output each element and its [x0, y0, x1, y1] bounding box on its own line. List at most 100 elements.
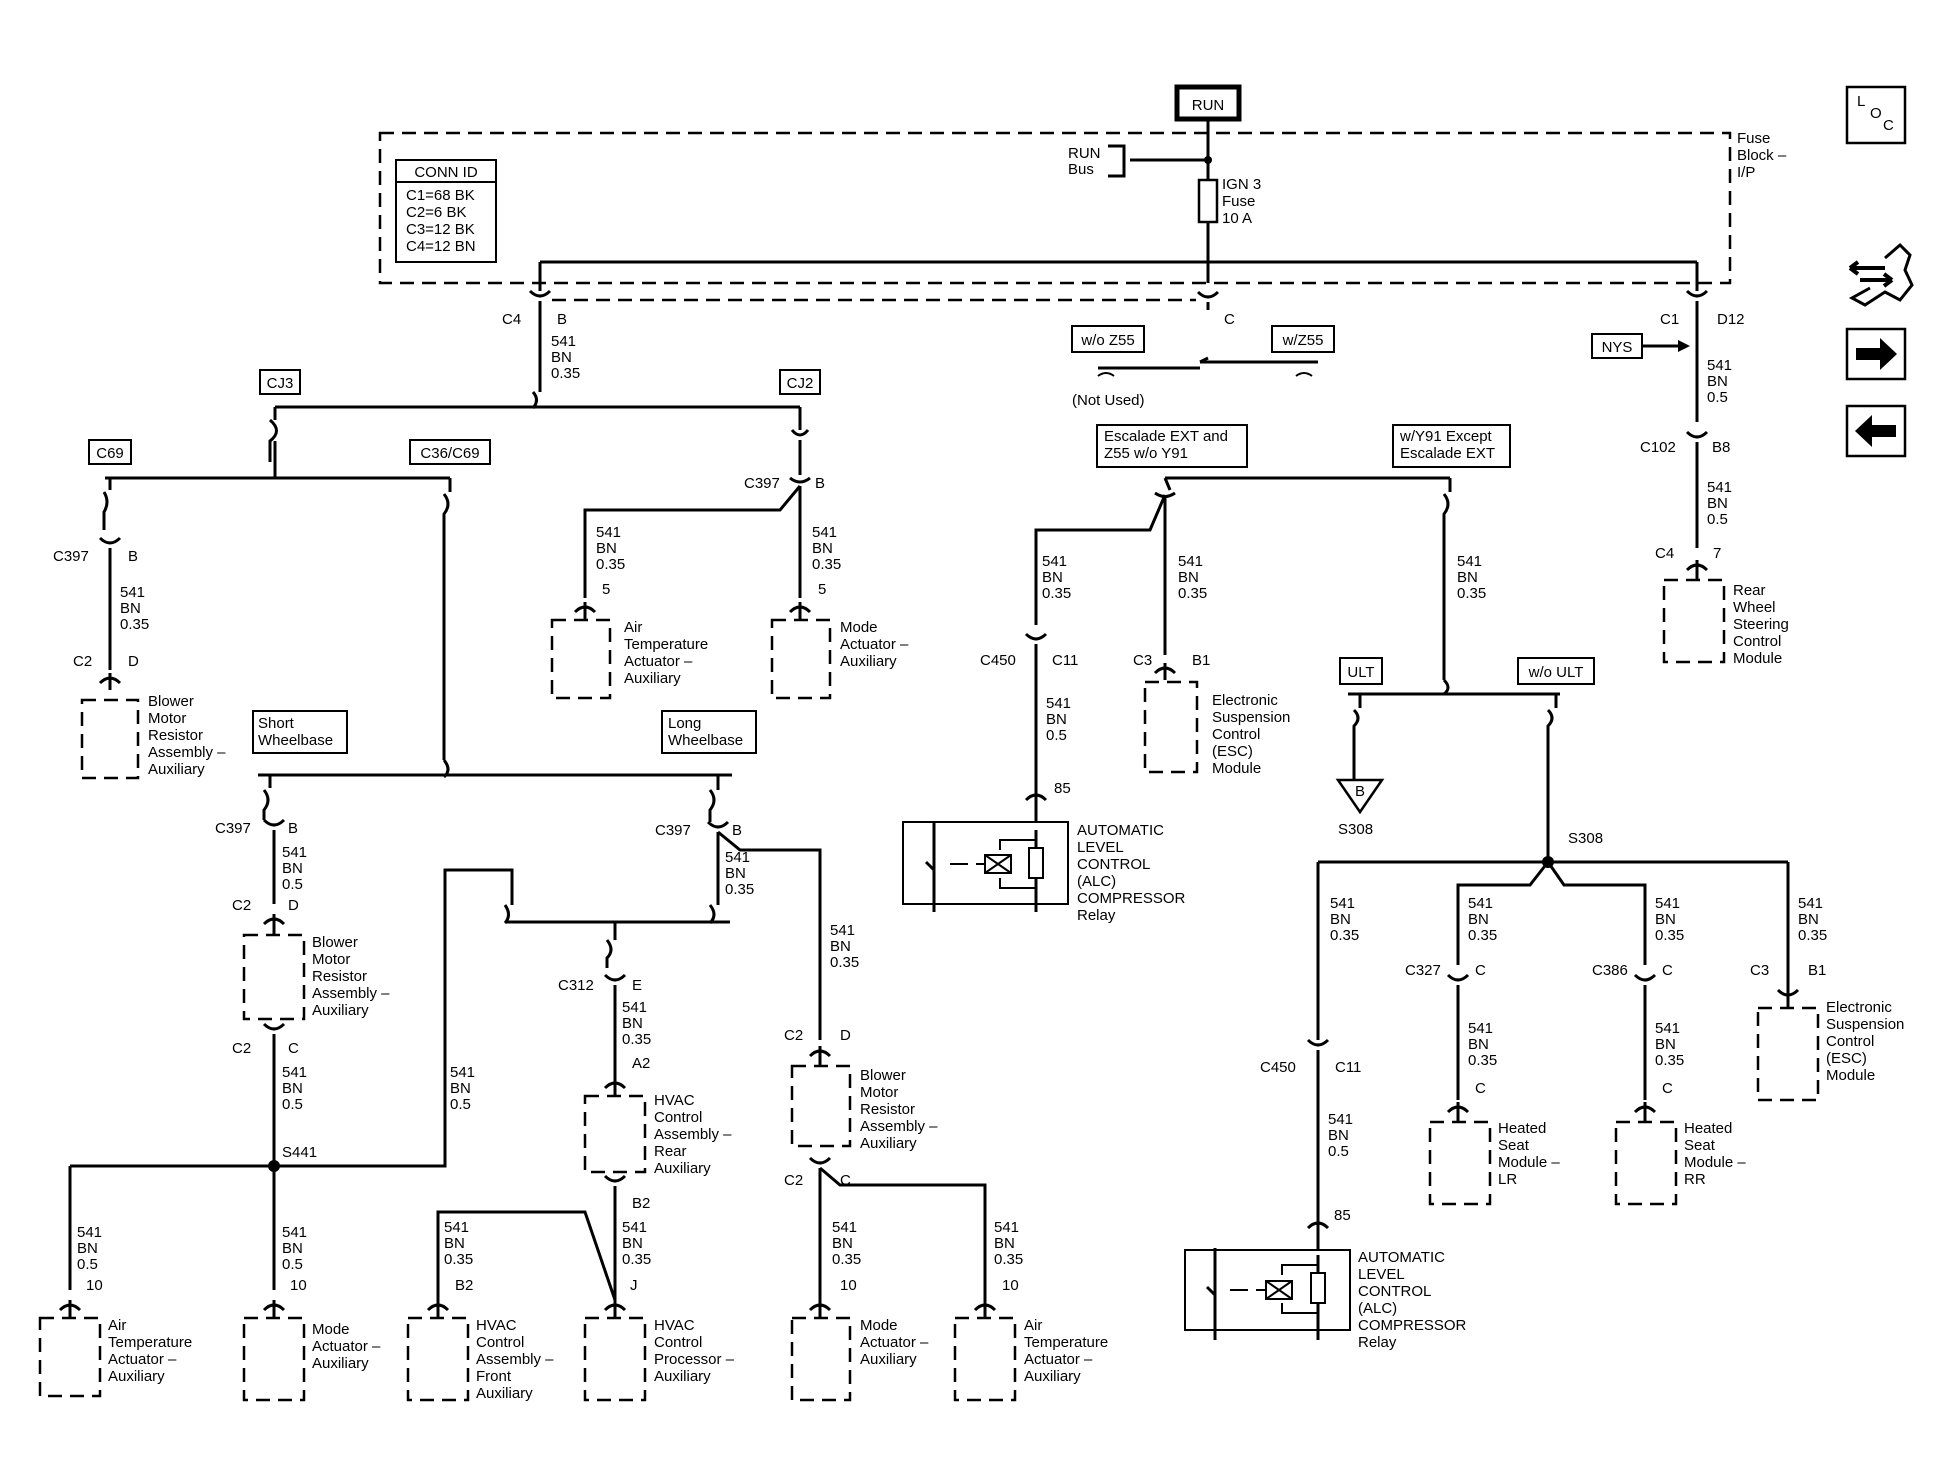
svg-text:C: C — [1475, 962, 1486, 979]
cj3-option — [259, 369, 301, 395]
rear-wheel-steering-module — [1662, 578, 1726, 664]
svg-text:w/Z55: w/Z55 — [1282, 332, 1324, 349]
svg-text:S308: S308 — [1338, 821, 1373, 838]
blower-resistor-long — [790, 1064, 852, 1148]
svg-text:C397: C397 — [655, 822, 691, 839]
short-wheelbase-option — [252, 710, 348, 754]
svg-text:D: D — [840, 1027, 851, 1044]
svg-text:B1: B1 — [1808, 962, 1826, 979]
svg-text:C: C — [1662, 1080, 1673, 1097]
svg-text:5: 5 — [602, 581, 610, 598]
arrow-left-icon[interactable] — [1855, 415, 1896, 447]
blower-resistor-top — [80, 698, 140, 780]
c69-option — [88, 439, 132, 465]
hvac-rear-control — [583, 1094, 647, 1174]
svg-text:C2: C2 — [232, 897, 251, 914]
cj2-option — [779, 369, 821, 395]
esc-module-right — [1756, 1006, 1820, 1102]
svg-text:C: C — [1224, 311, 1235, 328]
svg-text:C: C — [1662, 962, 1673, 979]
svg-text:C327: C327 — [1405, 962, 1441, 979]
svg-text:C36/C69: C36/C69 — [420, 445, 479, 462]
mode-actuator-s441 — [242, 1316, 306, 1402]
svg-text:5: 5 — [818, 581, 826, 598]
svg-text:CJ2: CJ2 — [787, 375, 814, 392]
svg-text:ULT: ULT — [1347, 664, 1374, 681]
svg-text:B1: B1 — [1192, 652, 1210, 669]
svg-text:CJ3: CJ3 — [267, 375, 294, 392]
svg-text:w/o Z55: w/o Z55 — [1080, 332, 1134, 349]
svg-text:D: D — [288, 897, 299, 914]
loc-icon[interactable]: LOC — [1857, 93, 1894, 134]
svg-text:C: C — [288, 1040, 299, 1057]
ign3-fuse — [1197, 178, 1219, 224]
c1-connector — [1685, 289, 1709, 312]
c4-label: C4 — [502, 311, 521, 328]
svg-text:B2: B2 — [455, 1277, 473, 1294]
y91-option — [1392, 424, 1511, 468]
svg-text:7: 7 — [1713, 545, 1721, 562]
svg-text:C: C — [840, 1172, 851, 1189]
esc-module-top — [1143, 680, 1199, 774]
c-connector — [1196, 290, 1220, 310]
w-z55-option — [1271, 325, 1335, 353]
escalade-ext-option — [1096, 424, 1248, 468]
arrow-right-icon[interactable] — [1856, 338, 1897, 370]
svg-text:B: B — [732, 822, 742, 839]
svg-text:C2: C2 — [784, 1172, 803, 1189]
svg-text:10: 10 — [290, 1277, 307, 1294]
svg-text:B8: B8 — [1712, 439, 1730, 456]
ult-option — [1339, 657, 1383, 685]
wo-ult-option — [1517, 657, 1595, 685]
loc-button[interactable] — [1845, 85, 1907, 145]
svg-text:NYS: NYS — [1602, 339, 1633, 356]
svg-text:C450: C450 — [1260, 1059, 1296, 1076]
svg-text:C11: C11 — [1335, 1059, 1361, 1076]
svg-text:B: B — [288, 820, 298, 837]
svg-text:C: C — [1475, 1080, 1486, 1097]
s308-label: S308 — [1568, 830, 1603, 847]
hvac-front-control — [406, 1316, 470, 1402]
mode-actuator-long — [790, 1316, 852, 1402]
not-used-label: (Not Used) — [1072, 392, 1145, 409]
c1-label: C1 — [1660, 311, 1679, 328]
c69-bus — [105, 441, 450, 480]
run-bus-bracket — [1108, 144, 1208, 178]
harness-icon[interactable] — [1848, 242, 1914, 307]
svg-text:B: B — [557, 311, 567, 328]
svg-text:C69: C69 — [96, 445, 124, 462]
offpage-ref-b — [1335, 778, 1385, 815]
